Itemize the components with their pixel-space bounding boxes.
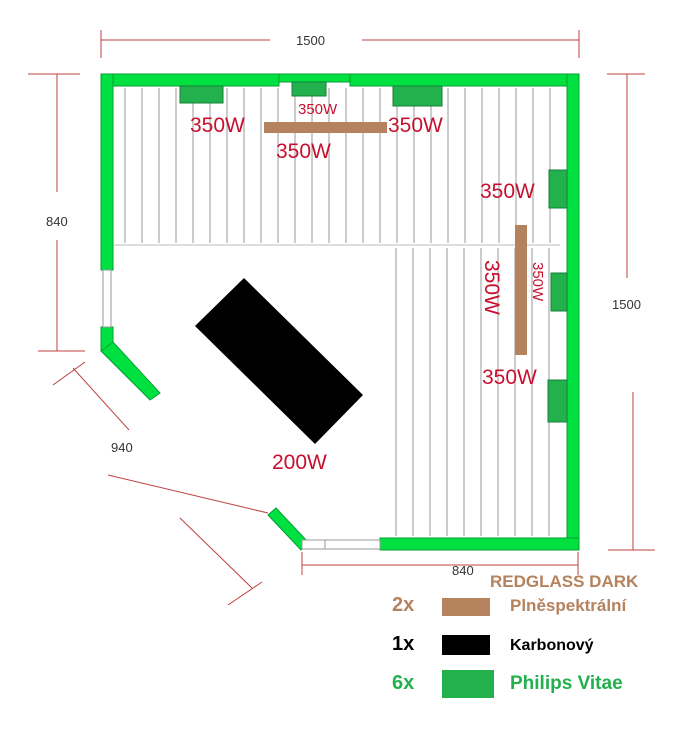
sauna-walls bbox=[100, 73, 580, 551]
philips-panel-right-lower bbox=[547, 379, 568, 423]
dim-label-right: 1500 bbox=[612, 297, 641, 312]
wall-left bbox=[100, 73, 114, 271]
legend-count-full-spectrum: 2x bbox=[392, 594, 415, 616]
wall-top-mid bbox=[278, 73, 351, 83]
philips-panel-top-right bbox=[392, 85, 443, 107]
dim-diagonal-tick-top bbox=[52, 361, 86, 386]
glass-panel-left bbox=[100, 341, 161, 401]
power-label-right-rotated-large: 350W bbox=[480, 260, 503, 315]
dim-diagonal-lower bbox=[179, 517, 253, 589]
wall-right bbox=[566, 73, 580, 551]
wall-top-left bbox=[100, 73, 280, 87]
power-label-carbon: 200W bbox=[272, 451, 327, 474]
legend-label-philips: Philips Vitae bbox=[510, 673, 623, 694]
legend-swatch-philips bbox=[442, 670, 494, 698]
power-label-top-right: 350W bbox=[388, 114, 443, 137]
power-label-top-left: 350W bbox=[190, 114, 245, 137]
philips-panel-top-left bbox=[179, 85, 224, 104]
door-left bbox=[102, 269, 112, 328]
legend-label-full-spectrum: Plněspektrální bbox=[510, 596, 627, 615]
power-label-top-center-large: 350W bbox=[276, 140, 331, 163]
philips-panel-top-center bbox=[291, 81, 327, 97]
legend-item-full-spectrum: 2x Plněspektrální bbox=[392, 592, 662, 622]
philips-vitae-panels bbox=[179, 81, 568, 423]
legend-item-philips: 6x Philips Vitae bbox=[392, 670, 662, 700]
full-spectrum-heater-right bbox=[515, 225, 527, 355]
wall-top-right bbox=[349, 73, 580, 87]
legend-item-carbon: 1x Karbonový bbox=[392, 631, 662, 661]
power-label-right-lower: 350W bbox=[482, 366, 537, 389]
bench-slats bbox=[124, 88, 551, 536]
full-spectrum-heater-top bbox=[264, 122, 387, 133]
power-label-right-rotated-small: 350W bbox=[529, 262, 546, 302]
door-frames bbox=[102, 269, 381, 550]
dim-label-top: 1500 bbox=[296, 33, 325, 48]
dim-label-bottom: 840 bbox=[452, 563, 474, 578]
legend-count-philips: 6x bbox=[392, 672, 415, 694]
legend-count-carbon: 1x bbox=[392, 633, 415, 655]
power-label-top-center-small: 350W bbox=[298, 101, 338, 118]
legend-swatch-carbon bbox=[442, 635, 490, 655]
legend-title: REDGLASS DARK bbox=[490, 572, 639, 591]
philips-panel-right-mid bbox=[550, 272, 568, 312]
dim-diagonal-long bbox=[107, 474, 269, 514]
legend-swatch-full-spectrum bbox=[442, 598, 490, 616]
door-bottom bbox=[301, 539, 381, 550]
power-label-right-upper: 350W bbox=[480, 180, 535, 203]
dimension-lines bbox=[28, 30, 655, 606]
dim-label-diagonal: 940 bbox=[111, 440, 133, 455]
wall-bottom bbox=[379, 537, 580, 551]
dim-label-left: 840 bbox=[46, 214, 68, 229]
philips-panel-right-upper bbox=[548, 169, 568, 209]
dim-diagonal-tick-bottom bbox=[227, 581, 263, 606]
carbon-heater bbox=[195, 278, 363, 444]
dim-diagonal-short bbox=[72, 367, 130, 431]
legend-label-carbon: Karbonový bbox=[510, 637, 594, 654]
